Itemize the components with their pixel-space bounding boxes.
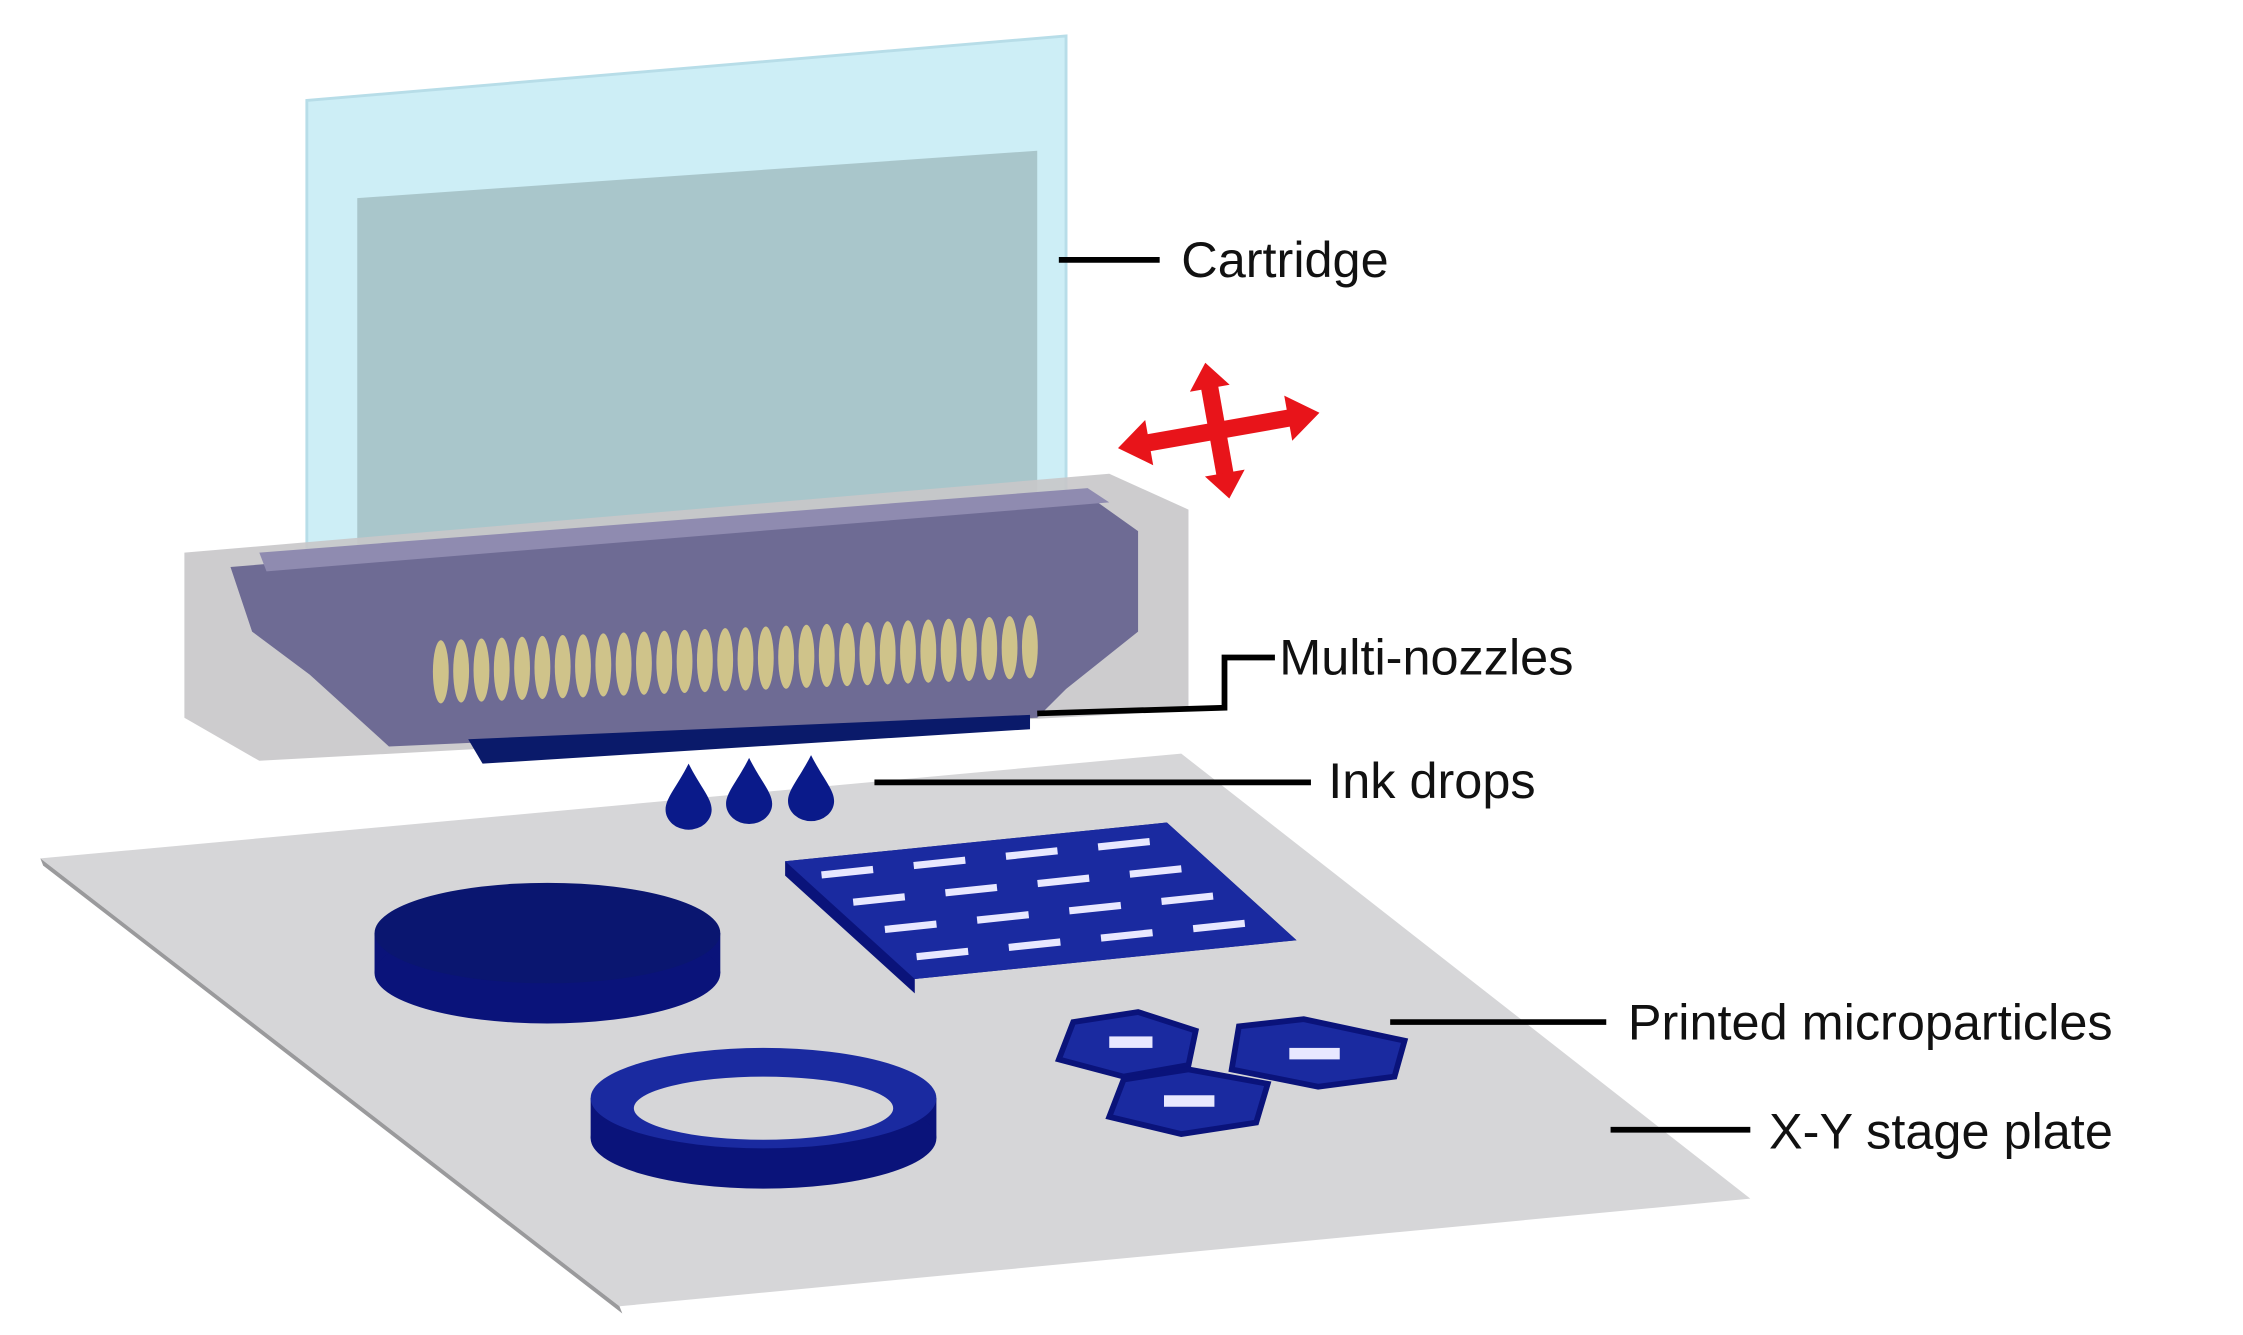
nozzle <box>514 636 530 700</box>
grid-hole <box>1161 892 1214 906</box>
nozzle <box>900 620 916 684</box>
plate-edge <box>40 858 623 1314</box>
nozzle <box>595 633 612 697</box>
multi-nozzles-leader <box>1037 654 1275 717</box>
nozzle <box>879 621 896 685</box>
print-head-top <box>259 488 1110 572</box>
grid-hole <box>945 883 998 897</box>
nozzle <box>1021 615 1038 679</box>
cartridge-label: Cartridge <box>1181 231 1388 288</box>
cartridge-reservoir <box>357 150 1038 563</box>
grid-hole <box>821 865 874 879</box>
nozzle <box>493 637 510 701</box>
nozzle <box>432 640 449 704</box>
nozzle <box>473 638 490 702</box>
nozzle <box>615 632 632 696</box>
nozzle <box>859 622 876 686</box>
nozzle <box>676 629 693 694</box>
nozzle <box>1001 616 1018 680</box>
nozzle <box>940 618 957 682</box>
xy-stage-plate <box>40 753 1751 1307</box>
grid-hole <box>1037 874 1090 888</box>
nozzle <box>554 635 571 699</box>
nozzle <box>920 619 937 683</box>
grid-hole <box>1100 929 1153 942</box>
ink-drops-label: Ink drops <box>1328 752 1535 809</box>
printed-hexagons <box>1054 1009 1409 1137</box>
printed-grid <box>785 822 1297 994</box>
grid-hole <box>976 911 1030 924</box>
nozzle <box>453 639 470 703</box>
nozzle <box>757 626 774 690</box>
grid-hole <box>1068 901 1122 915</box>
nozzle <box>981 616 998 681</box>
grid-hole <box>852 893 906 906</box>
multi-nozzles-label: Multi-nozzles <box>1279 629 1573 686</box>
nozzle <box>798 624 815 688</box>
nozzle <box>818 623 835 688</box>
nozzle <box>717 628 734 692</box>
nozzle <box>575 634 591 698</box>
nozzle <box>737 627 754 691</box>
grid-hole <box>1005 847 1058 860</box>
nozzle <box>839 623 855 687</box>
nozzle <box>656 630 673 694</box>
printed-microparticles-label: Printed microparticles <box>1628 993 2113 1050</box>
nozzle-array <box>432 615 1038 704</box>
ink-drops <box>665 755 835 830</box>
nozzle <box>778 625 795 689</box>
printed-disc <box>374 882 721 1024</box>
grid-hole <box>1192 919 1246 933</box>
stage-plate-label: X-Y stage plate <box>1769 1102 2113 1159</box>
printed-ring <box>590 1047 937 1189</box>
grid-hole <box>913 856 966 870</box>
grid-hole <box>1129 865 1182 878</box>
ink-drop <box>788 755 835 822</box>
four-way-arrow-icon <box>1117 362 1320 499</box>
ink-drop <box>665 763 712 830</box>
nozzle-plate <box>468 714 1031 764</box>
grid-hole <box>1008 938 1061 951</box>
ink-drop <box>726 757 773 824</box>
grid-hole <box>1097 837 1151 851</box>
grid-hole <box>884 920 937 934</box>
nozzle <box>534 635 551 700</box>
nozzle <box>961 617 977 681</box>
nozzle <box>696 629 713 693</box>
nozzle <box>636 631 652 695</box>
grid-hole <box>916 947 969 961</box>
